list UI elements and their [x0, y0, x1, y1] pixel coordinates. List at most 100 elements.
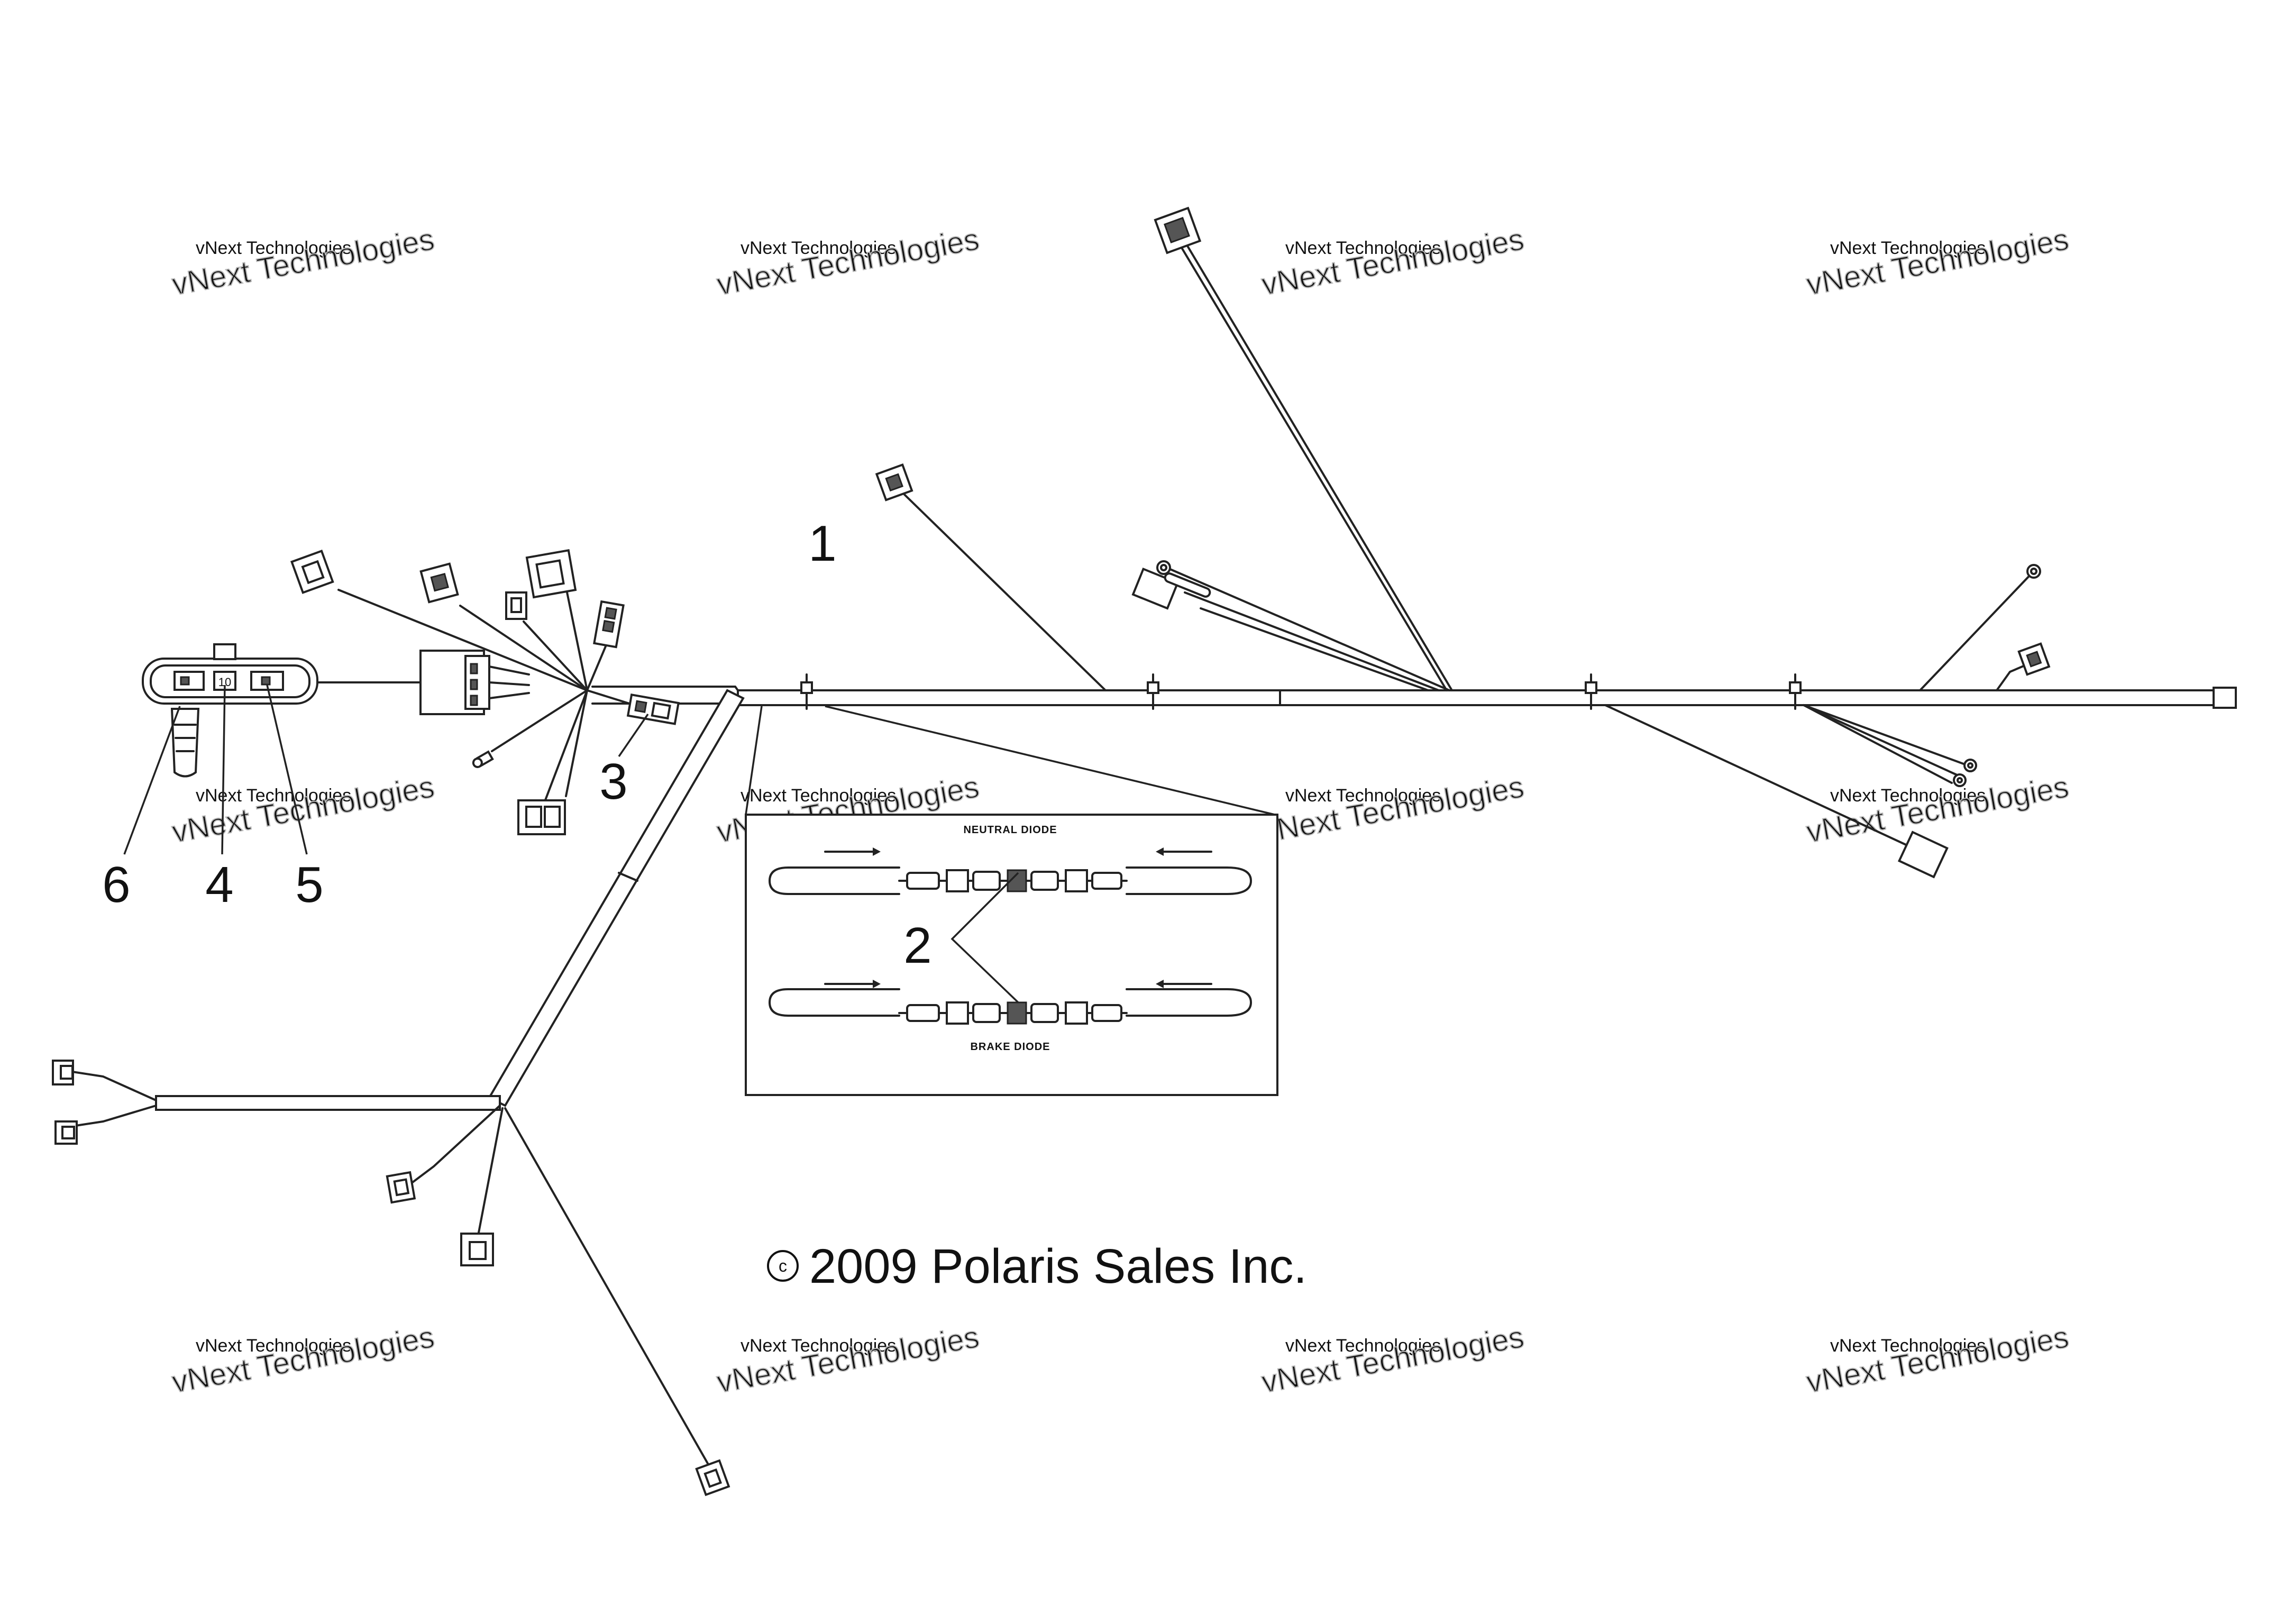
connector-hub-e — [593, 600, 625, 649]
inset-frame — [745, 814, 1278, 1096]
watermark-line1: vNext Technologies — [1830, 1336, 1986, 1356]
watermark-line1: vNext Technologies — [741, 238, 896, 258]
watermark: vNext Technologies vNext Technologies — [1258, 1319, 1527, 1400]
wire — [903, 494, 1107, 691]
end-connector — [2213, 687, 2237, 709]
connector-hub-f — [472, 750, 494, 768]
watermark-line2: vNext Technologies — [169, 1320, 437, 1400]
watermark-line2: vNext Technologies — [714, 1320, 982, 1400]
watermark: vNext Technologies vNext Technologies — [1803, 222, 2072, 303]
watermark-line1: vNext Technologies — [741, 1336, 896, 1356]
wire — [68, 1105, 157, 1128]
wire — [68, 1070, 157, 1101]
trunk-clip — [1789, 673, 1802, 710]
diode-inset: NEUTRAL DIODE BRAKE DIODE — [745, 705, 1278, 1096]
watermark-line2: vNext Technologies — [1804, 1320, 2071, 1400]
watermark-line2: vNext Technologies — [1804, 770, 2071, 850]
connector-lower-b — [460, 1233, 494, 1266]
wire — [1996, 663, 2030, 691]
wire — [523, 621, 588, 691]
watermark-line2: vNext Technologies — [714, 222, 982, 302]
connector-lower-c — [695, 1459, 730, 1497]
wire — [337, 589, 588, 691]
watermark: vNext Technologies vNext Technologies — [1258, 222, 1527, 303]
watermark: vNext Technologies vNext Technologies — [1258, 769, 1527, 850]
callout-2: 2 — [903, 917, 931, 974]
inset-leader — [825, 705, 1275, 816]
watermark-line1: vNext Technologies — [1830, 238, 1986, 258]
watermark-line1: vNext Technologies — [196, 238, 351, 258]
diagonal-sleeve — [488, 689, 745, 1107]
wire — [586, 689, 630, 705]
watermark: vNext Technologies vNext Technologies — [714, 1319, 982, 1400]
connector-hub-g — [517, 799, 566, 835]
connector-right-lower — [1897, 831, 1949, 879]
wire — [1919, 573, 2032, 691]
copyright-notice: c 2009 Polaris Sales Inc. — [767, 1239, 1307, 1293]
watermark-line2: vNext Technologies — [1259, 770, 1527, 850]
trunk-clip — [1147, 673, 1159, 710]
wire — [504, 1107, 710, 1466]
horizontal-sleeve — [155, 1095, 501, 1111]
brake-diode-assembly — [768, 980, 1253, 1025]
watermark-line2: vNext Technologies — [1259, 222, 1527, 302]
watermark-line1: vNext Technologies — [196, 1336, 351, 1356]
watermark-line1: vNext Technologies — [1830, 786, 1986, 806]
wire — [1803, 704, 1953, 784]
wire — [491, 689, 588, 752]
watermark-line1: vNext Technologies — [1285, 1336, 1441, 1356]
connector-hub-c — [505, 591, 527, 620]
callout-5-leader — [266, 685, 308, 855]
neutral-diode-assembly — [768, 847, 1253, 895]
connector-hub-a — [290, 549, 334, 594]
wire — [1181, 248, 1448, 691]
inset-leader — [745, 706, 763, 815]
connector-branch-tall — [1154, 206, 1202, 254]
connector-hub-d — [525, 549, 577, 599]
watermark-line2: vNext Technologies — [1259, 1320, 1527, 1400]
connector-left-upper — [52, 1060, 74, 1085]
wire — [565, 586, 588, 691]
watermark-line1: vNext Technologies — [1285, 786, 1441, 806]
wire — [544, 689, 588, 802]
callout-numbers: 1 2 3 4 5 6 — [102, 515, 931, 974]
callout-3: 3 — [599, 753, 627, 810]
watermark: vNext Technologies vNext Technologies — [1803, 1319, 2072, 1400]
wire — [1168, 568, 1450, 691]
trunk-clip — [1585, 673, 1597, 710]
trunk-clip — [800, 673, 813, 710]
brake-diode-caption: BRAKE DIODE — [970, 1041, 1050, 1053]
connector-lower-a — [386, 1171, 416, 1204]
connector-branch-1 — [875, 463, 913, 501]
callout-4-leader — [221, 685, 226, 855]
watermark: vNext Technologies vNext Technologies — [1803, 769, 2072, 850]
callout-4: 4 — [205, 856, 233, 913]
callout-1: 1 — [808, 515, 836, 572]
wire — [1604, 704, 1911, 847]
wire — [1803, 704, 1958, 776]
watermark: vNext Technologies vNext Technologies — [169, 222, 437, 303]
wire — [565, 689, 588, 797]
wire — [459, 605, 588, 691]
callout-5: 5 — [295, 856, 323, 913]
main-harness-trunk — [591, 673, 2237, 710]
ring-terminal — [1156, 560, 1171, 575]
wire — [1186, 245, 1453, 691]
copyright-symbol — [767, 1250, 799, 1282]
watermark-line2: vNext Technologies — [169, 222, 437, 302]
left-hub: 10 — [142, 549, 680, 835]
fuse-relay-connector: 10 — [142, 643, 318, 778]
watermark-line1: vNext Technologies — [196, 786, 351, 806]
wire — [1803, 704, 1966, 765]
ring-terminal-lower-b — [1953, 773, 1967, 787]
wire — [1200, 607, 1429, 691]
callout-6: 6 — [102, 856, 130, 913]
wire — [1184, 591, 1440, 691]
copyright-text: 2009 Polaris Sales Inc. — [809, 1239, 1307, 1293]
ring-terminal-right — [2026, 564, 2041, 579]
trunk-branches — [875, 206, 2178, 879]
watermark-line1: vNext Technologies — [1285, 238, 1441, 258]
connector-hub-h — [626, 694, 680, 725]
watermark: vNext Technologies vNext Technologies — [714, 222, 982, 303]
